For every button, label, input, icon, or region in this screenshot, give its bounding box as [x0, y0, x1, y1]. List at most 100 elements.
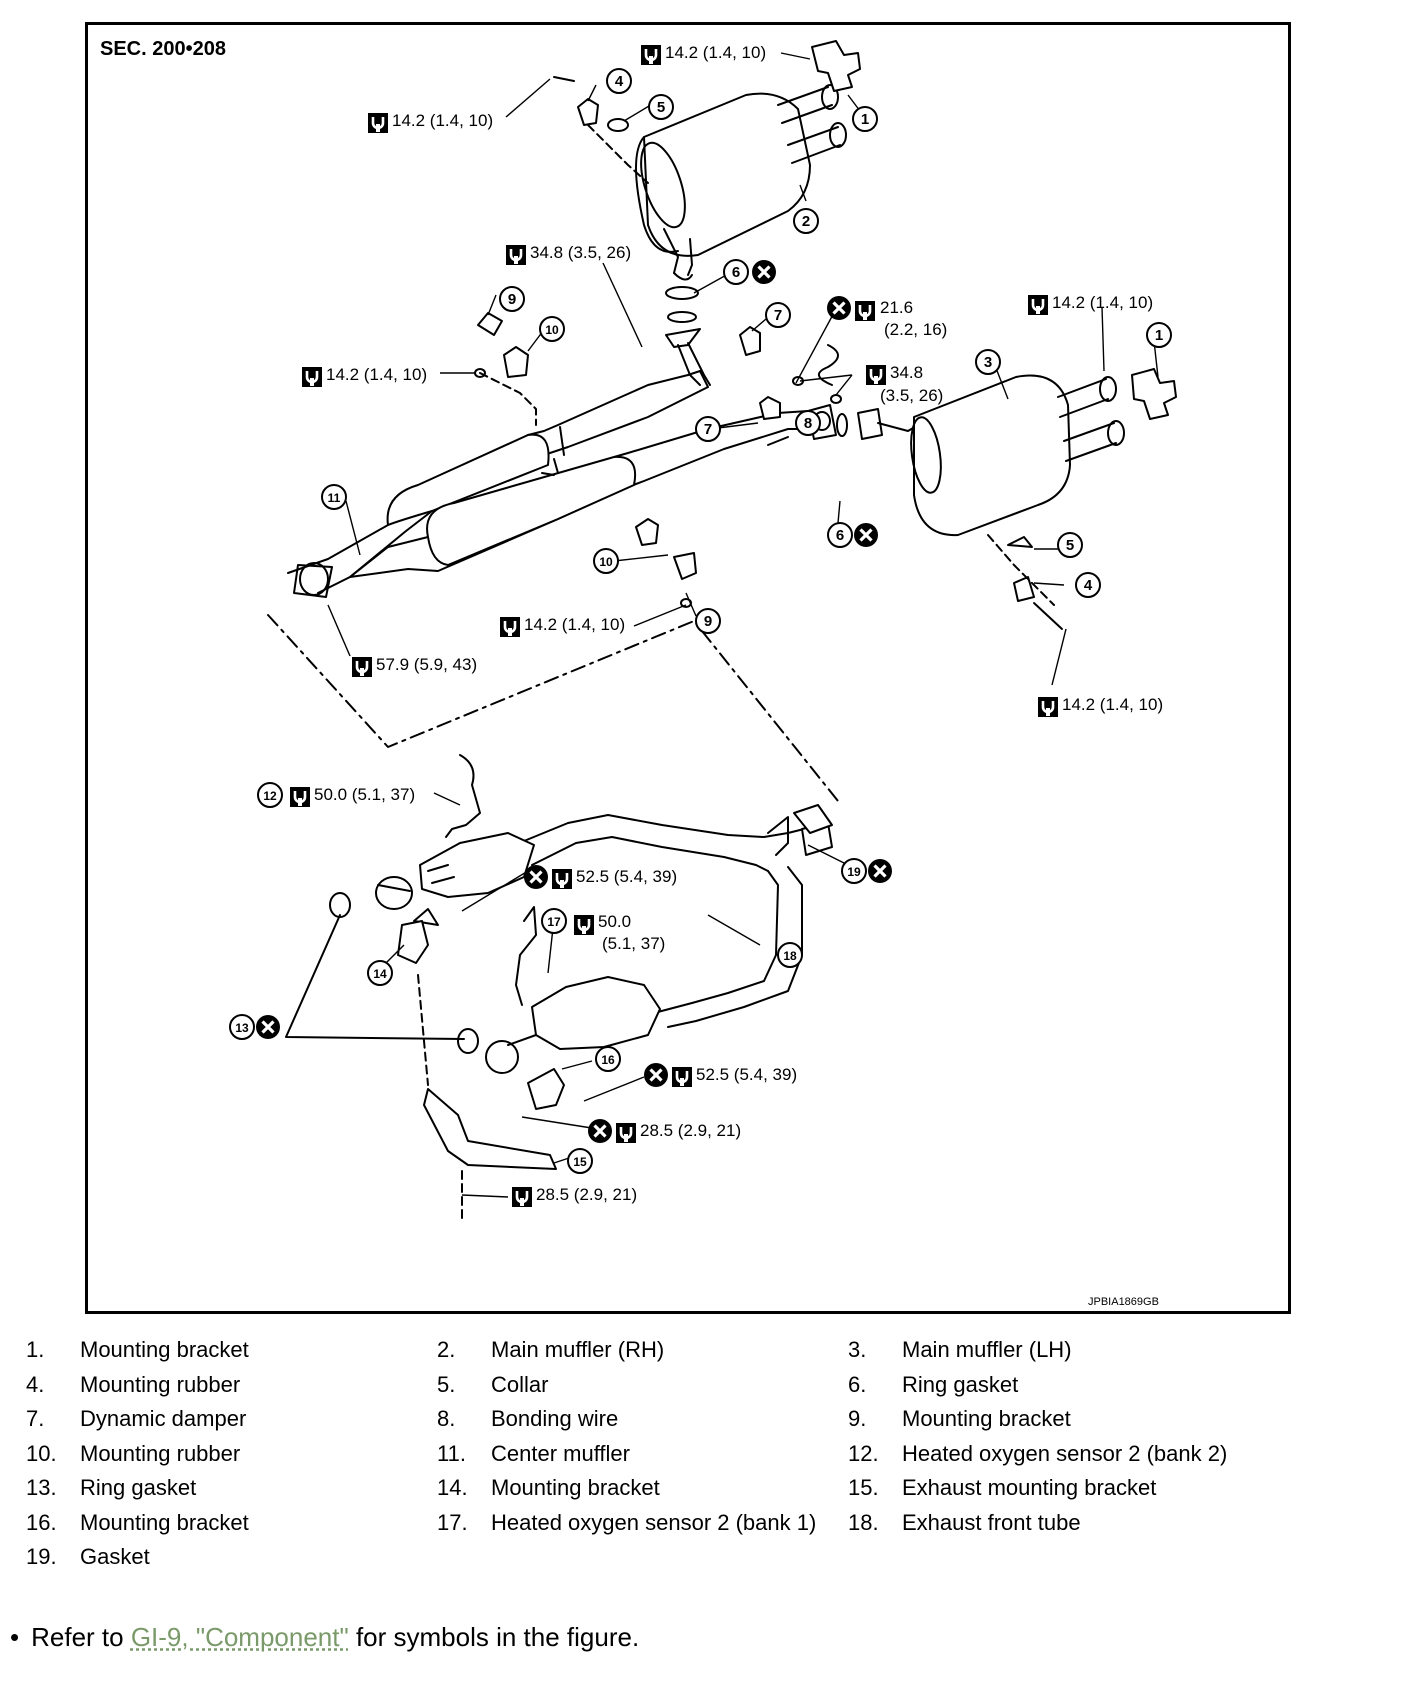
legend-number: 1.	[26, 1337, 45, 1362]
legend-number: 2.	[437, 1337, 456, 1362]
callout-number: 9	[508, 291, 516, 308]
callout-circle	[827, 522, 853, 548]
legend-label: Bonding wire	[491, 1406, 619, 1431]
legend-number: 12.	[848, 1440, 879, 1466]
callout-circle	[1075, 572, 1101, 598]
figure-ref-code: JPBIA1869GB	[1088, 1296, 1159, 1308]
symbols-note: •Refer to GI-9, "Component" for symbols …	[10, 1622, 639, 1653]
callout-circle	[499, 286, 525, 312]
torque-damper-line1: 21.6	[880, 298, 913, 317]
torque-cat-nut: 52.5 (5.4, 39)	[576, 867, 677, 886]
torque-top-bolt: 14.2 (1.4, 10)	[392, 111, 493, 130]
callout-number: 17	[547, 915, 561, 929]
torque-sensor-bank1-line2: (5.1, 37)	[602, 934, 665, 953]
legend-number: 18.	[848, 1509, 879, 1535]
callout-number: 6	[836, 527, 844, 544]
callout-number: 18	[783, 949, 797, 963]
torque-left-bracket: 14.2 (1.4, 10)	[326, 365, 427, 384]
catalyst-bank2	[375, 832, 535, 926]
legend-label: Mounting rubber	[80, 1440, 241, 1466]
callout-circle	[975, 349, 1001, 375]
callout-circle	[606, 68, 632, 94]
torque-bottom: 28.5 (2.9, 21)	[536, 1185, 637, 1204]
torque-right-bracket: 14.2 (1.4, 10)	[1052, 293, 1153, 312]
legend-label: Center muffler	[491, 1440, 630, 1466]
exhaust-system-diagram: SEC. 200•208 JPBIA1869GB	[85, 22, 1291, 1314]
legend-label: Mounting bracket	[902, 1406, 1071, 1431]
torque-sensor-bank2: 50.0 (5.1, 37)	[314, 785, 415, 804]
callout-number: 4	[1084, 577, 1093, 594]
exhaust-front-tube	[523, 814, 833, 1028]
callout-number: 5	[657, 99, 665, 116]
torque-top-bracket: 14.2 (1.4, 10)	[665, 43, 766, 62]
legend-label: Exhaust mounting bracket	[902, 1475, 1157, 1500]
callout-number: 12	[263, 789, 277, 803]
callout-circle	[541, 908, 567, 934]
legend-number: 9.	[848, 1406, 867, 1431]
torque-mid-bracket: 14.2 (1.4, 10)	[524, 615, 625, 634]
callout-number: 8	[804, 415, 812, 432]
callout-circle	[1057, 532, 1083, 558]
torque-tube-nut: 34.8 (3.5, 26)	[530, 243, 631, 262]
legend-number: 17.	[437, 1509, 468, 1535]
legend-number: 5.	[437, 1371, 456, 1397]
callout-number: 7	[704, 421, 712, 438]
legend-number: 3.	[848, 1337, 867, 1362]
callout-number: 9	[704, 613, 712, 630]
callout-circle	[695, 608, 721, 634]
torque-sensor-bank1-line1: 50.0	[598, 912, 631, 931]
callout-number: 2	[802, 213, 810, 230]
callout-circle	[593, 548, 619, 574]
component-reference-link[interactable]: GI-9, "Component"	[130, 1622, 349, 1652]
center-muffler	[287, 370, 817, 598]
callout-circle	[321, 484, 347, 510]
callout-circle	[229, 1014, 255, 1040]
legend-label: Mounting bracket	[491, 1475, 660, 1500]
legend-number: 14.	[437, 1475, 468, 1500]
legend-label: Gasket	[80, 1544, 150, 1569]
legend-number: 10.	[26, 1440, 57, 1466]
note-bullet: •	[10, 1622, 20, 1652]
legend-label: Heated oxygen sensor 2 (bank 2)	[902, 1440, 1228, 1466]
legend-label: Ring gasket	[902, 1371, 1019, 1397]
callout-number: 10	[599, 555, 613, 569]
callout-circle	[841, 858, 867, 884]
torque-bond-line1: 34.8	[890, 363, 923, 382]
section-title: SEC. 200•208	[100, 38, 226, 60]
legend-number: 6.	[848, 1371, 867, 1397]
legend-number: 19.	[26, 1544, 57, 1569]
callout-circle	[1146, 322, 1172, 348]
main-muffler-lh	[910, 374, 1125, 537]
legend-label: Heated oxygen sensor 2 (bank 1)	[491, 1509, 817, 1535]
callout-number: 14	[373, 967, 387, 981]
callout-circle	[648, 94, 674, 120]
legend-number: 8.	[437, 1406, 456, 1431]
callout-circle	[777, 942, 803, 968]
callout-circle	[595, 1046, 621, 1072]
callout-number: 7	[774, 307, 782, 324]
legend-label: Exhaust front tube	[902, 1509, 1081, 1535]
legend-number: 7.	[26, 1406, 45, 1431]
callout-number: 1	[1155, 327, 1163, 344]
legend-label: Main muffler (LH)	[902, 1337, 1072, 1362]
callout-number: 11	[328, 491, 341, 505]
callout-circle	[765, 302, 791, 328]
callout-circle	[723, 259, 749, 285]
torque-front-nut: 57.9 (5.9, 43)	[376, 655, 477, 674]
callout-number: 1	[861, 111, 869, 128]
callout-circle	[852, 106, 878, 132]
callout-circle	[367, 960, 393, 986]
callout-number: 19	[847, 865, 861, 879]
callout-number: 3	[984, 354, 992, 371]
legend-label: Mounting bracket	[80, 1337, 249, 1362]
legend-label: Dynamic damper	[80, 1406, 247, 1431]
callout-circle	[695, 416, 721, 442]
callout-number: 15	[573, 1155, 587, 1169]
callout-number: 13	[235, 1021, 249, 1035]
note-prefix: Refer to	[31, 1622, 131, 1652]
legend-label: Main muffler (RH)	[491, 1337, 665, 1362]
callout-number: 10	[545, 323, 559, 337]
callout-circle	[795, 410, 821, 436]
legend-number: 4.	[26, 1371, 45, 1397]
